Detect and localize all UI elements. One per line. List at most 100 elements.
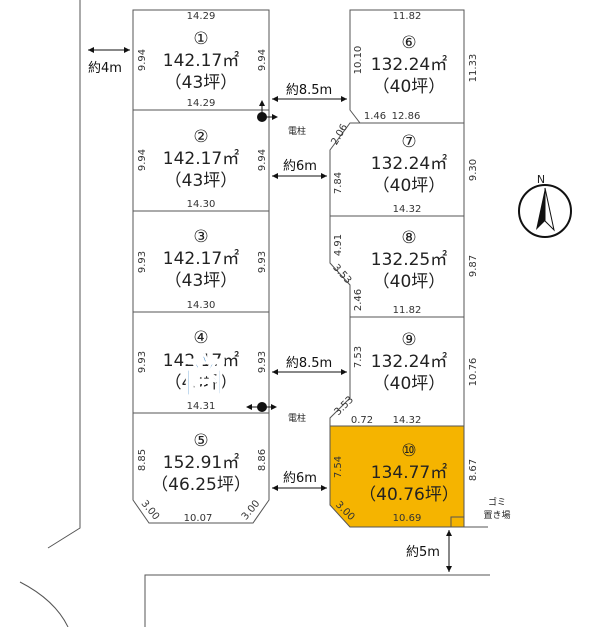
lot-1-tsubo: （43坪） <box>165 73 238 93</box>
lot-8-number: ⑧ <box>401 228 416 248</box>
garbage-label-2: 置き場 <box>483 509 510 521</box>
lot-5-right-dim: 8.86 <box>257 449 268 471</box>
lot-9-extra-dim: 0.72 <box>351 415 373 426</box>
lot-3-bottom-dim: 14.30 <box>187 300 216 311</box>
lot-6-area: 132.24㎡ <box>371 55 447 75</box>
road-6-bottom-width: 約6m <box>283 471 317 486</box>
pole-label-1: 電柱 <box>288 125 306 137</box>
left-road-edge <box>47 0 81 549</box>
lot-7-right-dim: 9.30 <box>468 159 479 181</box>
lot-2-bottom-dim: 14.30 <box>187 199 216 210</box>
lot-5-bottom-dim: 10.07 <box>184 513 213 524</box>
lot-9-right-dim: 10.76 <box>468 358 479 387</box>
lot-10-area: 134.77㎡ <box>371 463 447 483</box>
lot-8-left-dim: 4.91 <box>333 234 344 256</box>
lot-7[interactable]: 2.06 7.84 9.30 14.32 ⑦ 132.24㎡ （40坪） <box>329 122 479 217</box>
garbage-label-1: ゴミ <box>488 496 506 508</box>
road-width-85-top: 約8.5m <box>272 83 347 102</box>
lot-6[interactable]: 11.82 10.10 11.33 1.46 12.86 ⑥ 132.24㎡ （… <box>349 9 479 124</box>
lot-5-tsubo: （46.25坪） <box>151 475 251 495</box>
lot-9[interactable]: 7.53 10.76 3.53 0.72 14.32 ⑨ 132.24㎡ （40… <box>329 316 479 427</box>
lot-9-bottom-dim: 14.32 <box>393 415 422 426</box>
road-6-top-width: 約6m <box>283 159 317 174</box>
lot-6-right-dim: 11.33 <box>468 54 479 83</box>
lot-3-left-dim: 9.93 <box>137 251 148 273</box>
lot-1-number: ① <box>193 29 208 49</box>
pole-dot-icon <box>257 402 267 412</box>
lot-3-right-dim: 9.93 <box>257 251 268 273</box>
lot-5-left-dim: 8.85 <box>137 449 148 471</box>
pole-label-2: 電柱 <box>288 412 306 424</box>
lot-6-top-dim: 11.82 <box>393 11 422 22</box>
utility-pole-1: 電柱 <box>257 100 306 137</box>
lot-4-right-dim: 9.93 <box>257 351 268 373</box>
lot-7-tsubo: （40坪） <box>373 176 446 196</box>
lot-2[interactable]: 14.30 9.94 9.94 ② 142.17㎡ （43坪） <box>132 109 270 212</box>
lot-4[interactable]: 14.31 9.93 9.93 ④ 142.17㎡ （43坪） 商 <box>132 311 270 414</box>
bottom-road-edge <box>144 574 490 627</box>
lot-1-right-dim: 9.94 <box>257 49 268 71</box>
road-width-85-mid: 約8.5m <box>272 356 347 375</box>
lot-10-bottom-dim: 10.69 <box>393 513 422 524</box>
lot-4-left-dim: 9.93 <box>137 351 148 373</box>
lot-8-right-dim: 9.87 <box>468 255 479 277</box>
lot-1[interactable]: 14.29 14.29 9.94 9.94 ① 142.17㎡ （43坪） <box>132 9 270 111</box>
lot-4-area: 142.17㎡ <box>163 351 239 371</box>
lot-5[interactable]: 10.07 8.85 8.86 3.00 3.00 ⑤ 152.91㎡ （46.… <box>132 412 270 524</box>
lot-6-corner-dim: 1.46 <box>364 111 386 122</box>
lot-10-tsubo: （40.76坪） <box>359 485 459 505</box>
pole-dot-icon <box>257 112 267 122</box>
lot-2-area: 142.17㎡ <box>163 149 239 169</box>
road-width-left: 約4m <box>88 47 130 76</box>
lot-8-area: 132.25㎡ <box>371 250 447 270</box>
lot-5-number: ⑤ <box>193 431 208 451</box>
lot-10[interactable]: 7.54 8.67 3.00 10.69 ⑩ 134.77㎡ （40.76坪） <box>329 425 479 528</box>
lot-8[interactable]: 4.91 3.53 2.46 9.87 11.82 ⑧ 132.25㎡ （40坪… <box>329 215 479 318</box>
lot-9-tsubo: （40坪） <box>373 374 446 394</box>
lot-1-area: 142.17㎡ <box>163 51 239 71</box>
lot-1-left-dim: 9.94 <box>137 49 148 71</box>
lot-9-area: 132.24㎡ <box>371 352 447 372</box>
lot-10-right-dim: 8.67 <box>468 459 479 481</box>
road-width-6-bottom: 約6m <box>272 471 327 491</box>
lot-6-bottom-dim: 12.86 <box>392 111 421 122</box>
lot-8-tsubo: （40坪） <box>373 272 446 292</box>
lot-7-bottom-dim: 14.32 <box>393 204 422 215</box>
north-label: N <box>537 173 545 186</box>
road-width-5: 約5m <box>406 530 452 572</box>
lot-7-area: 132.24㎡ <box>371 154 447 174</box>
lot-9-number: ⑨ <box>401 330 416 350</box>
lot-1-bottom-dim: 14.29 <box>187 98 216 109</box>
left-road-width: 約4m <box>88 61 122 76</box>
lot-7-number: ⑦ <box>401 132 416 152</box>
lot-7-left-dim: 7.84 <box>333 172 344 194</box>
road-5-width: 約5m <box>406 545 440 560</box>
bottom-left-curve <box>19 581 69 627</box>
lot-2-right-dim: 9.94 <box>257 149 268 171</box>
lot-4-bottom-dim: 14.31 <box>187 401 216 412</box>
lot-3-area: 142.17㎡ <box>163 249 239 269</box>
north-arrow-icon <box>536 188 545 230</box>
lot-3-number: ③ <box>193 227 208 247</box>
road-85-top-width: 約8.5m <box>286 83 332 98</box>
lot-4-tsubo: （43坪） <box>165 373 238 393</box>
lot-3[interactable]: 14.30 9.93 9.93 ③ 142.17㎡ （43坪） <box>132 210 270 313</box>
lot-8-corner2-dim: 2.46 <box>353 289 364 311</box>
lot-4-number: ④ <box>193 328 208 348</box>
lot-6-tsubo: （40坪） <box>373 77 446 97</box>
utility-pole-2: 電柱 <box>246 402 306 424</box>
road-width-6-top: 約6m <box>272 159 327 179</box>
lot-2-tsubo: （43坪） <box>165 171 238 191</box>
lot-5-area: 152.91㎡ <box>163 453 239 473</box>
lot-8-bottom-dim: 11.82 <box>393 305 422 316</box>
north-compass: N <box>518 173 572 238</box>
lot-2-left-dim: 9.94 <box>137 149 148 171</box>
lot-9-left-dim: 7.53 <box>353 346 364 368</box>
lot-10-left-dim: 7.54 <box>333 456 344 478</box>
lot-10-number: ⑩ <box>401 441 416 461</box>
sold-badge: 商 <box>182 352 226 403</box>
garbage-area: ゴミ 置き場 <box>450 496 511 528</box>
lot-1-top-dim: 14.29 <box>187 11 216 22</box>
lot-6-number: ⑥ <box>401 33 416 53</box>
